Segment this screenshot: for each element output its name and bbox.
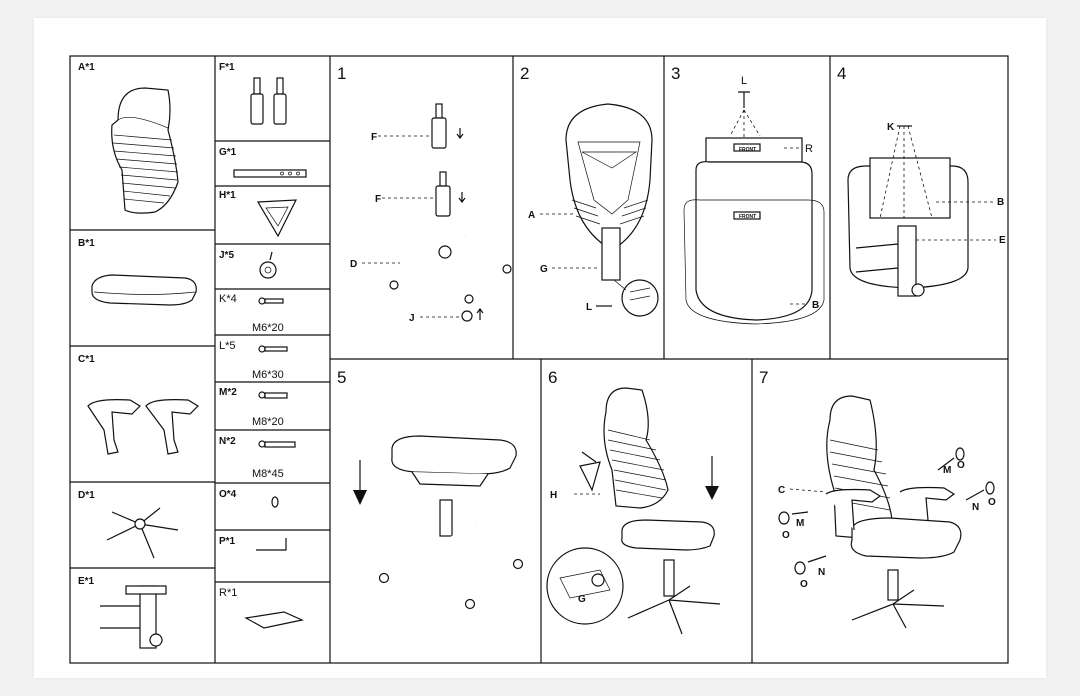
step-3-callout-l: L [741,75,747,87]
grid-lines [70,56,1008,663]
step-6-callout-h: H [550,490,557,501]
step-7-callout-o1: O [782,530,790,541]
step-7-drawing [778,395,995,629]
step-3-drawing [683,91,825,325]
step-6-drawing [546,387,721,635]
part-label-n: N*2 [219,436,236,447]
step-4-drawing [847,125,996,297]
step-5-drawing [353,435,524,610]
step-7-callout-o2: O [800,579,808,590]
screw-size-l: M6*30 [252,369,284,381]
part-label-o: O*4 [219,489,237,500]
armrests-drawing [87,399,199,455]
part-label-d: D*1 [78,490,95,501]
step-4-callout-k: K [887,122,895,133]
step-7-callout-m2: M [943,465,951,476]
step-2-callout-a: A [528,210,535,221]
mechanism-drawing [100,585,167,649]
screw-n-drawing [258,440,296,448]
step-3-callout-b: B [812,300,819,311]
step-1-callout-d: D [350,259,357,270]
cap-drawing [271,496,279,508]
step-6-callout-g: G [578,594,586,605]
step-3-callout-r: R [805,143,813,155]
part-label-c: C*1 [78,354,95,365]
gas-cylinder-drawing [250,77,287,125]
screw-m-drawing [258,391,288,399]
step-number-3: 3 [671,64,680,83]
step-7-callout-c: C [778,485,785,496]
part-label-a: A*1 [78,62,95,73]
screw-size-n: M8*45 [252,468,284,480]
base-drawing [106,507,179,559]
step-7-callout-m1: M [796,518,804,529]
step-4-callout-b: B [997,197,1004,208]
part-label-l: L*5 [219,340,236,352]
part-label-e: E*1 [78,576,95,587]
part-label-g: G*1 [219,147,237,158]
part-label-k: K*4 [219,293,237,305]
step-1-callout-f1: F [371,132,377,143]
step-2-drawing [540,103,659,317]
step-2-callout-l: L [586,302,592,313]
logo-plate-drawing [244,611,304,629]
backrest-drawing [111,87,179,214]
part-label-m: M*2 [219,387,237,398]
part-label-b: B*1 [78,238,95,249]
part-label-r: R*1 [219,587,237,599]
plate-drawing [233,169,307,178]
screw-l-drawing [258,345,288,353]
step-number-4: 4 [837,64,846,83]
step-number-6: 6 [548,368,557,387]
step-1-drawing [362,103,512,322]
part-label-h: H*1 [219,190,236,201]
step-number-5: 5 [337,368,346,387]
step-2-callout-g: G [540,264,548,275]
step-7-callout-n1: N [818,567,825,578]
step-7-callout-o4: O [988,497,996,508]
part-label-f: F*1 [219,62,235,73]
step-number-7: 7 [759,368,768,387]
step-3-logo-seat: FRONT [739,214,756,220]
step-4-callout-e: E [999,235,1006,246]
part-label-p: P*1 [219,536,236,547]
part-label-j: J*5 [219,250,234,261]
step-number-1: 1 [337,64,346,83]
screw-size-k: M6*20 [252,322,284,334]
step-number-2: 2 [520,64,529,83]
screw-k-drawing [258,297,284,305]
bracket-drawing [256,199,297,238]
step-3-logo: FRONT [739,147,756,153]
screw-size-m: M8*20 [252,416,284,428]
caster-drawing [259,251,277,279]
allen-key-drawing [256,538,287,551]
step-1-callout-f2: F [375,194,381,205]
step-1-callout-j: J [409,313,415,324]
step-7-callout-n2: N [972,502,979,513]
step-7-callout-o3: O [957,460,965,471]
seat-drawing [91,274,197,306]
